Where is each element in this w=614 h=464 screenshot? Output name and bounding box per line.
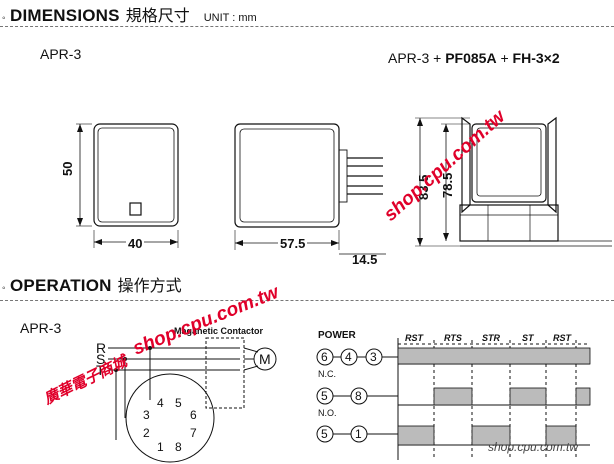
dimensions-heading: ◦ DIMENSIONS 規格尺寸 UNIT : mm [2, 2, 257, 26]
motor-label: M [259, 351, 271, 367]
base-pin-2: 2 [143, 426, 150, 440]
base-pin-1: 1 [157, 440, 164, 454]
term-8: 8 [355, 389, 362, 403]
term-1: 1 [355, 427, 362, 441]
model-right-prefix: APR-3 + [388, 50, 446, 66]
model-label-right: APR-3 + PF085A + FH-3×2 [388, 50, 560, 66]
dimensions-title: DIMENSIONS [10, 6, 120, 25]
operation-heading: ◦ OPERATION 操作方式 [2, 272, 182, 296]
socket-base [459, 204, 559, 242]
term-4: 4 [345, 350, 352, 364]
term-5b: 5 [321, 427, 328, 441]
dim-pins-14-5: 14.5 [352, 252, 378, 267]
base-pin-7: 7 [190, 426, 197, 440]
dim-depth-57-5: 57.5 [278, 236, 308, 251]
no-label: N.O. [318, 408, 337, 418]
base-pin-3: 3 [143, 408, 150, 422]
relay-front-window [129, 202, 142, 216]
section-divider-2 [0, 300, 614, 301]
phase-t-label: T [96, 362, 105, 378]
dim-width-40: 40 [126, 236, 145, 251]
model-right-part1: PF085A [445, 50, 497, 66]
model-right-part2: FH-3×2 [512, 50, 560, 66]
phase-5: RST [553, 333, 571, 343]
contactor-box [205, 337, 245, 409]
relay-socket-top [471, 123, 547, 203]
unit-label: UNIT : mm [203, 12, 257, 24]
bullet-icon: ◦ [2, 13, 6, 24]
model-label-left: APR-3 [40, 46, 82, 62]
base-pin-6: 6 [190, 408, 197, 422]
phase-r-label: R [96, 340, 107, 356]
term-6: 6 [321, 350, 328, 364]
model-right-sep: + [496, 50, 513, 66]
bullet-icon: ◦ [2, 283, 6, 294]
phase-1: RST [405, 333, 423, 343]
dimensions-cjk-title: 規格尺寸 [125, 8, 190, 25]
phase-s-label: S [96, 351, 106, 367]
base-pin-5: 5 [175, 396, 182, 410]
power-label: POWER [318, 330, 356, 341]
phase-3: STR [482, 333, 500, 343]
term-5a: 5 [321, 389, 328, 403]
socket-base-circle [125, 373, 215, 463]
base-pin-4: 4 [157, 396, 164, 410]
relay-front-outline [93, 123, 179, 227]
motor-circle [253, 347, 277, 371]
term-3: 3 [370, 350, 377, 364]
watermark-footer: shop.cpu.com.tw [488, 440, 579, 454]
relay-front-inner [97, 127, 175, 223]
nc-label: N.C. [318, 369, 336, 379]
section-divider [0, 26, 614, 27]
operation-cjk-title: 操作方式 [117, 278, 182, 295]
operation-model-label: APR-3 [20, 320, 62, 336]
contactor-label: Maganetic Contactor [174, 326, 264, 336]
operation-title: OPERATION [10, 276, 112, 295]
phase-2: RTS [444, 333, 462, 343]
base-pin-8: 8 [175, 440, 182, 454]
phase-4: ST [522, 333, 534, 343]
